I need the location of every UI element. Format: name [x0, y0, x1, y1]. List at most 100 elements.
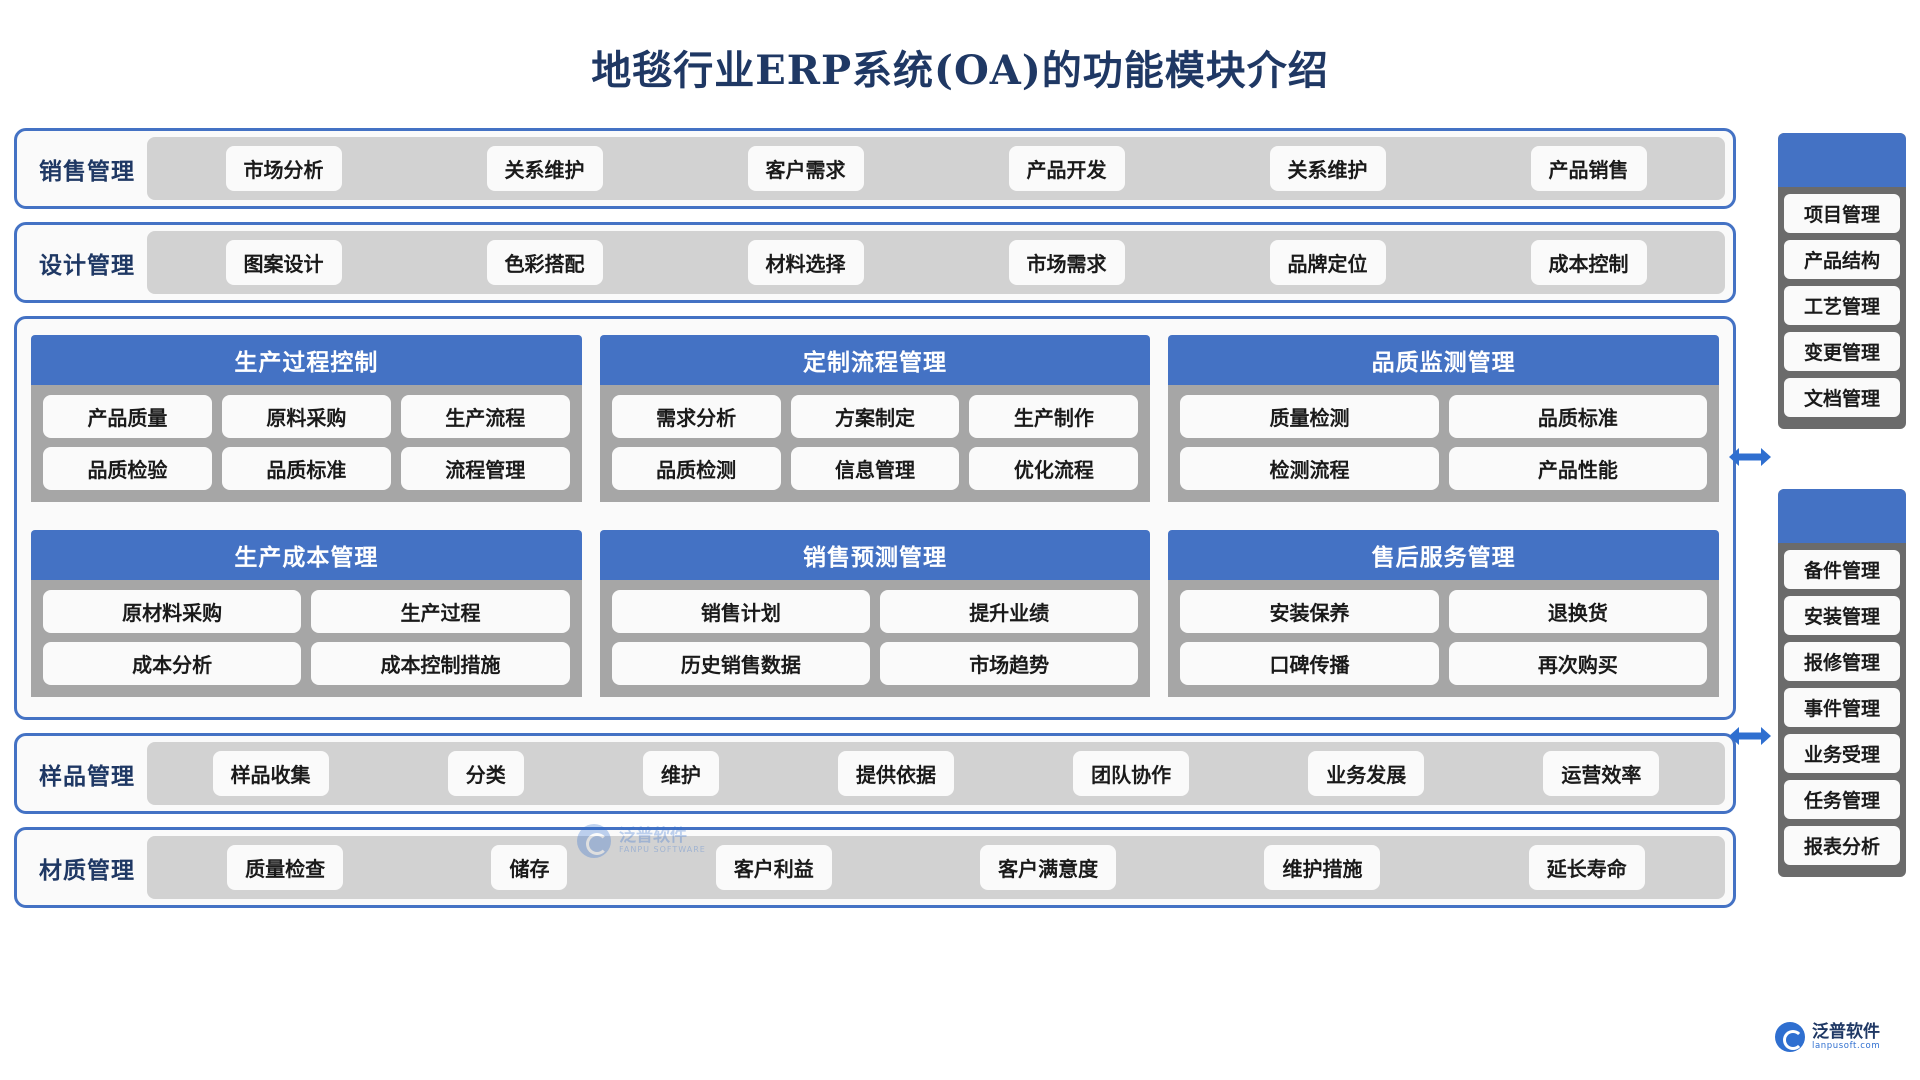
panel-chip[interactable]: 原材料采购	[43, 590, 302, 633]
panel-title: 生产成本管理	[31, 530, 582, 580]
panel-sales-forecast-management: 销售预测管理 销售计划 提升业绩 历史销售数据 市场趋势	[599, 530, 1151, 697]
chip[interactable]: 运营效率	[1543, 751, 1660, 796]
rail-header-bar	[1778, 133, 1906, 187]
rail-item[interactable]: 变更管理	[1784, 332, 1900, 371]
panel-chip[interactable]: 成本控制措施	[311, 642, 570, 685]
chip[interactable]: 团队协作	[1073, 751, 1190, 796]
chip[interactable]: 储存	[491, 845, 568, 890]
rail-item[interactable]: 业务受理	[1784, 734, 1900, 773]
panel-production-cost-management: 生产成本管理 原材料采购 生产过程 成本分析 成本控制措施	[31, 530, 582, 697]
panel-chip[interactable]: 安装保养	[1180, 590, 1439, 633]
rail-item[interactable]: 产品结构	[1784, 240, 1900, 279]
fanpu-logo-icon	[1775, 1022, 1805, 1052]
chip[interactable]: 材料选择	[747, 240, 864, 285]
chip[interactable]: 样品收集	[212, 751, 329, 796]
panel-custom-process-management: 定制流程管理 需求分析 方案制定 生产制作 品质检测 信息管理 优化流程	[599, 335, 1151, 502]
band-sample-management: 样品管理 样品收集 分类 维护 提供依据 团队协作 业务发展 运营效率	[14, 733, 1736, 814]
rail-item[interactable]: 安装管理	[1784, 596, 1900, 635]
band-label-sales: 销售管理	[39, 157, 135, 185]
chip[interactable]: 客户需求	[747, 146, 864, 191]
panel-chip[interactable]: 销售计划	[611, 590, 871, 633]
diagram-board: 销售管理 市场分析 关系维护 客户需求 产品开发 关系维护 产品销售 设计管理 …	[14, 128, 1736, 908]
band-label-sample: 样品管理	[39, 762, 135, 790]
footer-logo-url: lanpusoft.com	[1812, 1040, 1881, 1051]
panel-chip[interactable]: 流程管理	[400, 447, 570, 490]
panel-chip[interactable]: 生产制作	[969, 395, 1139, 438]
center-modules-container: 生产过程控制 产品质量 原料采购 生产流程 品质检验 品质标准 流程管理	[14, 316, 1736, 858]
panel-production-process-control: 生产过程控制 产品质量 原料采购 生产流程 品质检验 品质标准 流程管理	[31, 335, 582, 502]
panel-chip[interactable]: 市场趋势	[880, 642, 1139, 685]
panel-chip[interactable]: 成本分析	[43, 642, 302, 685]
panel-chip[interactable]: 口碑传播	[1180, 642, 1439, 685]
chip[interactable]: 市场分析	[225, 146, 342, 191]
band-label-design: 设计管理	[39, 251, 135, 279]
chip[interactable]: 质量检查	[227, 845, 344, 890]
chip[interactable]: 关系维护	[486, 146, 603, 191]
chip[interactable]: 客户满意度	[980, 845, 1117, 890]
panel-chip[interactable]: 再次购买	[1448, 642, 1708, 685]
chip[interactable]: 成本控制	[1530, 240, 1647, 285]
panel-chip[interactable]: 需求分析	[611, 395, 781, 438]
rail-item[interactable]: 文档管理	[1784, 378, 1900, 417]
panel-chip[interactable]: 优化流程	[969, 447, 1139, 490]
band-strip-sample: 样品收集 分类 维护 提供依据 团队协作 业务发展 运营效率	[147, 742, 1725, 805]
panel-chip[interactable]: 生产过程	[311, 590, 570, 633]
chip[interactable]: 客户利益	[715, 845, 832, 890]
chip[interactable]: 色彩搭配	[486, 240, 603, 285]
rail-item[interactable]: 报修管理	[1784, 642, 1900, 681]
band-strip-material: 质量检查 储存 客户利益 客户满意度 维护措施 延长寿命	[147, 836, 1725, 899]
band-design-management: 设计管理 图案设计 色彩搭配 材料选择 市场需求 品牌定位 成本控制	[14, 222, 1736, 303]
rail-item[interactable]: 备件管理	[1784, 550, 1900, 589]
chip[interactable]: 产品销售	[1530, 146, 1647, 191]
rail-item[interactable]: 工艺管理	[1784, 286, 1900, 325]
rail-item[interactable]: 项目管理	[1784, 194, 1900, 233]
panel-title: 生产过程控制	[31, 335, 582, 385]
rail-item[interactable]: 任务管理	[1784, 780, 1900, 819]
footer-logo: 泛普软件 lanpusoft.com	[1775, 1022, 1880, 1052]
chip[interactable]: 延长寿命	[1528, 845, 1645, 890]
panel-chip[interactable]: 品质检测	[611, 447, 781, 490]
panel-chip[interactable]: 退换货	[1448, 590, 1708, 633]
band-material-management: 材质管理 质量检查 储存 客户利益 客户满意度 维护措施 延长寿命	[14, 827, 1736, 908]
rail-service-modules: 备件管理 安装管理 报修管理 事件管理 业务受理 任务管理 报表分析	[1778, 489, 1906, 877]
chip[interactable]: 提供依据	[837, 751, 954, 796]
chip[interactable]: 市场需求	[1008, 240, 1125, 285]
panel-title: 销售预测管理	[599, 530, 1151, 580]
panel-row-bottom: 生产成本管理 原材料采购 生产过程 成本分析 成本控制措施 销售预测管理	[31, 530, 1720, 697]
chip[interactable]: 关系维护	[1269, 146, 1386, 191]
panel-quality-monitoring-management: 品质监测管理 质量检测 品质标准 检测流程 产品性能	[1168, 335, 1720, 502]
panel-chip[interactable]: 生产流程	[400, 395, 570, 438]
panel-chip[interactable]: 质量检测	[1180, 395, 1439, 438]
panel-chip[interactable]: 方案制定	[790, 395, 960, 438]
panel-title: 品质监测管理	[1168, 335, 1720, 385]
double-arrow-icon	[1729, 448, 1771, 466]
panel-title: 定制流程管理	[599, 335, 1151, 385]
panel-chip[interactable]: 检测流程	[1180, 447, 1439, 490]
chip[interactable]: 分类	[447, 751, 524, 796]
footer-logo-name: 泛普软件	[1812, 1021, 1880, 1042]
panel-chip[interactable]: 品质标准	[221, 447, 391, 490]
panel-chip[interactable]: 原料采购	[221, 395, 391, 438]
rail-item[interactable]: 报表分析	[1784, 826, 1900, 865]
chip[interactable]: 品牌定位	[1269, 240, 1386, 285]
band-strip-sales: 市场分析 关系维护 客户需求 产品开发 关系维护 产品销售	[147, 137, 1725, 200]
chip[interactable]: 业务发展	[1308, 751, 1425, 796]
double-arrow-icon	[1729, 727, 1771, 745]
chip[interactable]: 产品开发	[1008, 146, 1125, 191]
panel-chip[interactable]: 信息管理	[790, 447, 960, 490]
chip[interactable]: 维护	[642, 751, 719, 796]
panel-chip[interactable]: 品质标准	[1448, 395, 1708, 438]
panel-title: 售后服务管理	[1168, 530, 1720, 580]
rail-header-bar	[1778, 489, 1906, 543]
chip[interactable]: 维护措施	[1264, 845, 1381, 890]
panel-chip[interactable]: 提升业绩	[880, 590, 1139, 633]
panel-chip[interactable]: 历史销售数据	[611, 642, 871, 685]
panel-chip[interactable]: 品质检验	[43, 447, 212, 490]
panel-chip[interactable]: 产品质量	[43, 395, 212, 438]
panel-chip[interactable]: 产品性能	[1448, 447, 1708, 490]
panel-after-sales-service-management: 售后服务管理 安装保养 退换货 口碑传播 再次购买	[1168, 530, 1720, 697]
page-title: 地毯行业ERP系统(OA)的功能模块介绍	[591, 47, 1329, 94]
chip[interactable]: 图案设计	[225, 240, 342, 285]
rail-item[interactable]: 事件管理	[1784, 688, 1900, 727]
band-sales-management: 销售管理 市场分析 关系维护 客户需求 产品开发 关系维护 产品销售	[14, 128, 1736, 209]
